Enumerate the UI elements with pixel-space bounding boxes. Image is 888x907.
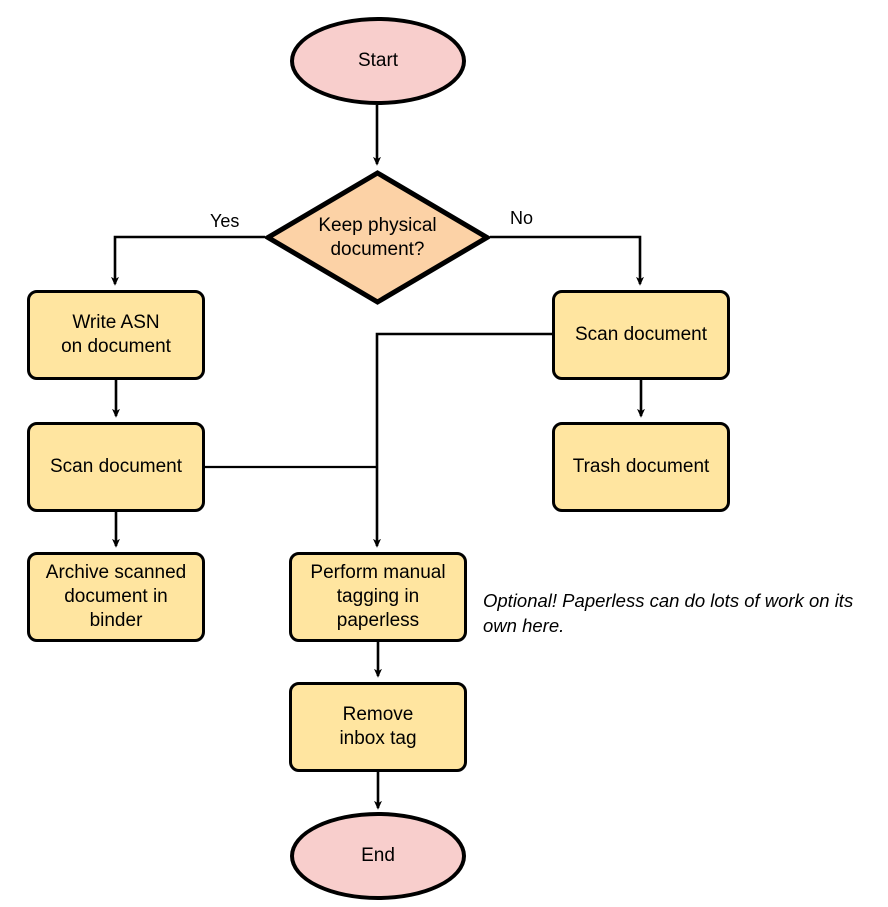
edge-label-yes: Yes (210, 211, 240, 231)
node-end[interactable]: End (290, 812, 466, 900)
node-trash-document-label: Trash document (572, 456, 710, 477)
node-decision-keep-physical-document[interactable]: Keep physical document? (265, 170, 490, 305)
edge-scan-right-to-tagging (373, 332, 552, 548)
node-start-label: Start (357, 50, 399, 71)
node-archive-label: Archive scanned document in binder (45, 562, 187, 631)
node-start[interactable]: Start (290, 17, 466, 105)
node-perform-manual-tagging[interactable]: Perform manual tagging in paperless (289, 552, 467, 642)
node-scan-document-left-label: Scan document (49, 456, 183, 477)
node-write-asn-on-document[interactable]: Write ASN on document (27, 290, 205, 380)
node-scan-document-left[interactable]: Scan document (27, 422, 205, 512)
edge-label-no: No (510, 208, 534, 228)
node-decision-label: Keep physical document? (318, 214, 437, 260)
edge-decision-yes-to-write-asn (111, 235, 265, 286)
node-archive-scanned-document[interactable]: Archive scanned document in binder (27, 552, 205, 642)
node-end-label: End (361, 845, 395, 866)
node-trash-document[interactable]: Trash document (552, 422, 730, 512)
node-scan-document-right[interactable]: Scan document (552, 290, 730, 380)
node-remove-inbox-tag[interactable]: Remove inbox tag (289, 682, 467, 772)
edge-decision-no-to-scan-right (490, 235, 644, 286)
node-remove-inbox-tag-label: Remove inbox tag (339, 704, 417, 749)
node-scan-document-right-label: Scan document (574, 324, 708, 345)
node-write-asn-label: Write ASN on document (61, 312, 171, 357)
node-perform-manual-tagging-label: Perform manual tagging in paperless (310, 562, 446, 631)
diamond-shape (265, 170, 490, 305)
annotation-optional-note: Optional! Paperless can do lots of work … (483, 590, 854, 636)
